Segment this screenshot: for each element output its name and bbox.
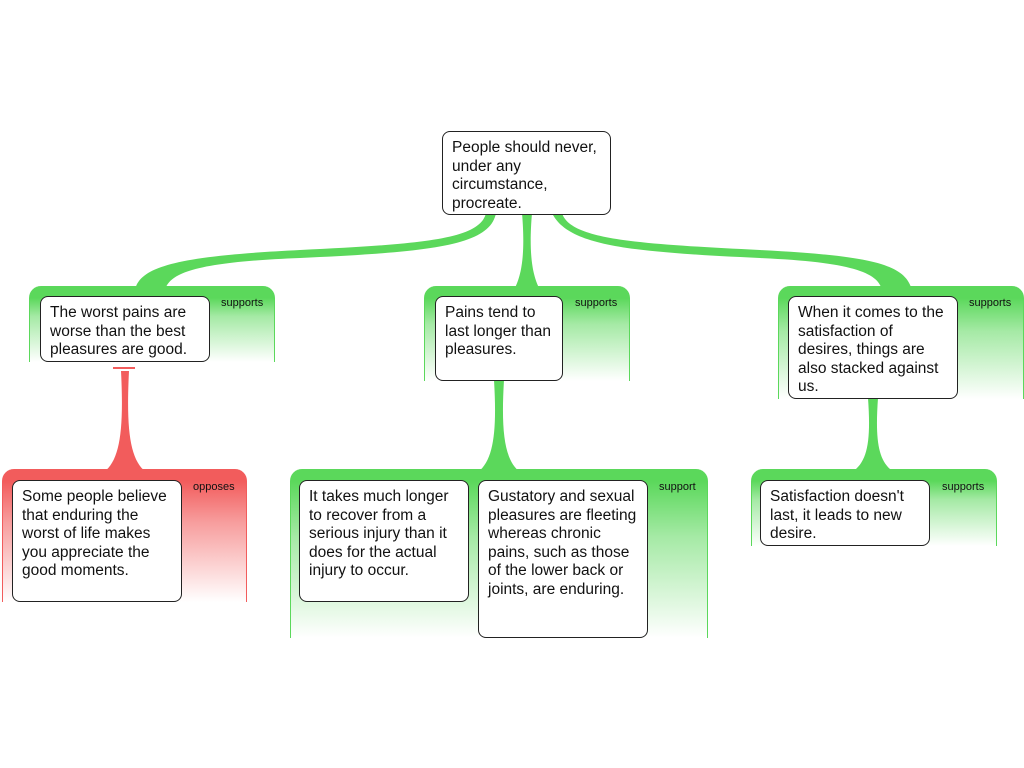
root-claim-text: People should never, under any circumsta… (452, 139, 597, 212)
root-claim-node[interactable]: People should never, under any circumsta… (442, 131, 611, 215)
connector-claim-2-to-subgroup (478, 380, 520, 472)
claim-2-text: Pains tend to last longer than pleasures… (445, 304, 551, 358)
opposition-relation-label: opposes (193, 481, 235, 493)
claim-3-support-relation-label: supports (942, 481, 985, 493)
claim-2-relation-label: supports (575, 297, 618, 309)
connector-root-to-claim-3 (552, 213, 912, 290)
claim-node-1[interactable]: The worst pains are worse than the best … (40, 296, 210, 362)
opposition-1-text: Some people believe that enduring the wo… (22, 488, 167, 579)
connector-root-to-claim-1 (135, 213, 496, 290)
support-2-1-text: It takes much longer to recover from a s… (309, 488, 449, 579)
connector-claim-3-to-subgroup (852, 398, 894, 472)
support-node-2-2[interactable]: Gustatory and sexual pleasures are fleet… (478, 480, 648, 638)
support-2-2-text: Gustatory and sexual pleasures are fleet… (488, 488, 637, 598)
claim-3-relation-label: supports (969, 297, 1012, 309)
claim-node-2[interactable]: Pains tend to last longer than pleasures… (435, 296, 563, 381)
claim-3-text: When it comes to the satisfaction of des… (798, 304, 944, 395)
opposition-node-1[interactable]: Some people believe that enduring the wo… (12, 480, 182, 602)
claim-node-3[interactable]: When it comes to the satisfaction of des… (788, 296, 958, 399)
support-node-2-1[interactable]: It takes much longer to recover from a s… (299, 480, 469, 602)
support-3-1-text: Satisfaction doesn't last, it leads to n… (770, 488, 904, 542)
connector-root-to-claim-2 (514, 213, 540, 290)
claim-2-support-relation-label: support (659, 481, 696, 493)
support-node-3-1[interactable]: Satisfaction doesn't last, it leads to n… (760, 480, 930, 546)
claim-1-relation-label: supports (221, 297, 264, 309)
connector-claim-1-to-opposition (104, 371, 146, 472)
claim-1-text: The worst pains are worse than the best … (50, 304, 188, 358)
